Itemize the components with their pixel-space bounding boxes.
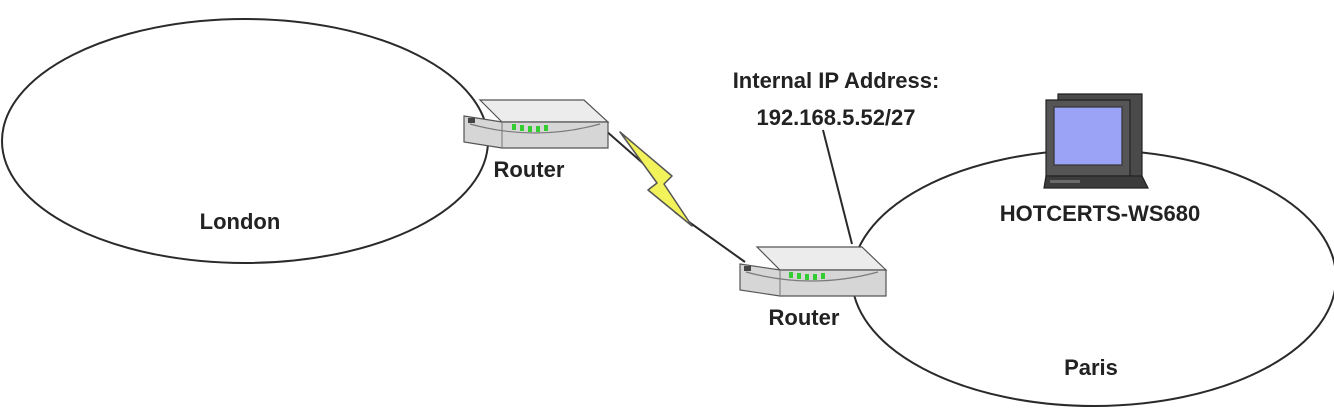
ip-address-label-line1: Internal IP Address:	[733, 68, 940, 93]
ip-address-pointer	[822, 129, 853, 245]
ip-address-label-line2: 192.168.5.52/27	[756, 105, 915, 130]
router-icon-paris	[739, 246, 888, 297]
router-label-paris: Router	[769, 305, 840, 330]
workstation-label: HOTCERTS-WS680	[1000, 201, 1200, 226]
router-label-london: Router	[494, 157, 565, 182]
router-icon-london	[463, 99, 610, 149]
paris-site-label: Paris	[1064, 355, 1118, 380]
workstation-monitor-icon	[1043, 93, 1149, 189]
lightning-bolt-icon	[619, 131, 693, 227]
london-site-label: London	[200, 209, 281, 234]
wan-link	[604, 129, 746, 263]
